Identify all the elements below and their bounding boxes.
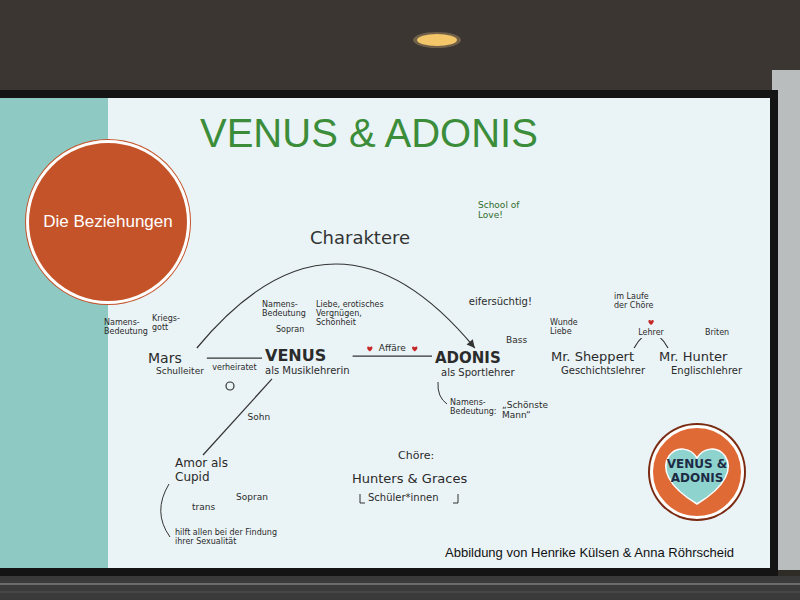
character: VENUSals Musiklehrerin	[262, 345, 353, 379]
lamp	[417, 34, 457, 46]
heart-symbol	[367, 347, 372, 352]
ceiling	[0, 0, 800, 92]
annotation: Wunde Liebe	[550, 318, 596, 336]
relation-line	[203, 379, 272, 455]
character: Mr. HunterEnglischlehrer	[656, 348, 745, 378]
topic-circle: Die Beziehungen	[26, 140, 190, 304]
voice-type: Bass	[506, 335, 527, 345]
annotation: Namens-Bedeutung	[104, 318, 152, 336]
diagram-title: VENUS & ADONIS	[200, 110, 538, 156]
role-text: Englischlehrer	[659, 365, 742, 377]
relation-line	[207, 357, 262, 358]
heart-symbol	[648, 320, 653, 325]
heart-symbol	[412, 347, 417, 352]
annotation: „Schönste Mann“	[502, 400, 560, 421]
character: Amor als Cupid	[172, 455, 234, 487]
bracket-line	[161, 484, 170, 537]
annotation: Briten	[705, 328, 729, 337]
role-text: als Sportlehrer	[435, 367, 515, 379]
character: MarsSchulleiter	[145, 348, 207, 378]
edge-label: verheiratet	[210, 363, 258, 372]
annotation: im Laufe der Chöre	[614, 292, 664, 310]
slide	[0, 98, 770, 568]
logo-text: VENUS & ADONIS	[663, 458, 731, 486]
logo-badge: VENUS & ADONIS	[650, 425, 744, 519]
annotation: Namens-Bedeutung:	[450, 398, 498, 416]
figure-caption: Abbildung von Henrike Külsen & Anna Röhr…	[445, 546, 734, 561]
voice-type: Sopran	[276, 325, 304, 334]
railing	[0, 592, 800, 593]
role-text: Schulleiter	[148, 366, 204, 376]
voice-type: Sopran	[236, 492, 268, 502]
character-name: Mars	[148, 350, 204, 366]
character: Mr. SheppertGeschichtslehrer	[548, 348, 648, 378]
circle-text: Die Beziehungen	[43, 212, 172, 232]
bracket-line	[453, 494, 458, 503]
bracket-line	[360, 494, 365, 503]
annotation: Kriegs-gott	[152, 314, 184, 332]
character-name: Mr. Hunter	[659, 350, 742, 365]
character: ADONISals Sportlehrer	[432, 348, 518, 381]
edge-label: Affäre	[377, 343, 408, 353]
relation-line	[353, 356, 432, 357]
section-heading: Charaktere	[310, 228, 410, 249]
leader-line	[438, 382, 447, 404]
ring-symbol	[226, 382, 234, 390]
floor	[0, 576, 800, 600]
character-name: VENUS	[265, 347, 350, 365]
role-text: Geschichtslehrer	[551, 365, 645, 377]
group-note: Schüler*innen	[368, 492, 439, 504]
arrow-head	[467, 339, 475, 348]
group-name: Hunters & Graces	[352, 472, 467, 487]
role-text: als Musiklehrerin	[265, 365, 350, 377]
annotation: Liebe, erotisches Vergnügen, Schönheit	[316, 300, 388, 328]
annotation: hilft allen bei der Findung ihrer Sexual…	[175, 528, 293, 546]
character-name: Mr. Sheppert	[551, 350, 645, 365]
subtitle: School of Love!	[478, 200, 526, 221]
railing	[0, 583, 800, 585]
monitor-bezel	[0, 90, 778, 576]
lamp-ring	[413, 32, 461, 48]
annotation: Namens-Bedeutung	[262, 300, 308, 318]
group-heading: Chöre:	[398, 450, 434, 463]
relation-line	[197, 264, 475, 348]
character-name: Amor als Cupid	[175, 457, 231, 485]
annotation: trans	[192, 502, 215, 512]
edge-label: Lehrer	[636, 328, 666, 337]
edge-label: Sohn	[246, 412, 273, 422]
character-name: ADONIS	[435, 350, 515, 367]
edge-label: eifersüchtig!	[467, 296, 534, 308]
